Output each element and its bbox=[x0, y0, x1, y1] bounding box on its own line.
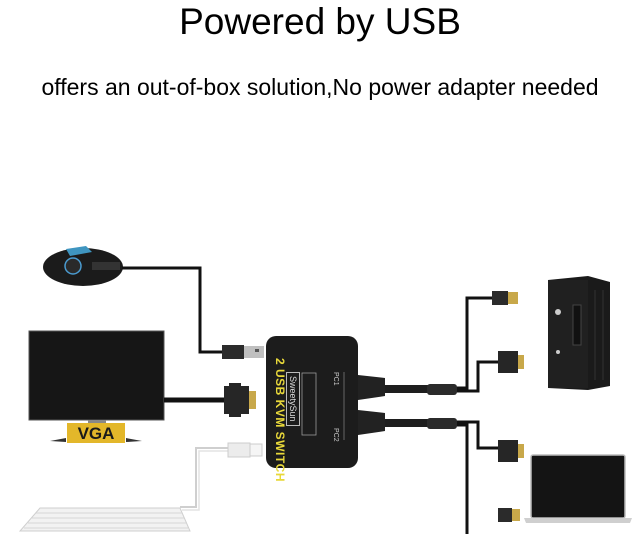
port-label-pc2: PC2 bbox=[332, 428, 339, 442]
usb-plug-pc1-icon bbox=[492, 291, 518, 305]
kvm-switch-icon bbox=[266, 336, 358, 468]
page-subtitle: offers an out-of-box solution,No power a… bbox=[41, 74, 599, 100]
laptop-icon bbox=[524, 454, 632, 523]
cable-boot-pc2 bbox=[358, 410, 457, 435]
vga-plug-pc1-icon bbox=[498, 351, 524, 373]
vga-plug-icon bbox=[224, 383, 256, 417]
vga-label: VGA bbox=[67, 423, 125, 443]
kvm-switch-label: 2 USB KVM SWITCH bbox=[273, 358, 287, 483]
brand-label: SweetySun bbox=[286, 372, 300, 426]
usb-plug-pc2-icon bbox=[498, 508, 520, 522]
mouse-icon bbox=[43, 246, 123, 286]
usb-plug-icon bbox=[222, 345, 264, 359]
page-title: Powered by USB bbox=[179, 1, 461, 42]
desktop-tower-icon bbox=[548, 276, 610, 390]
vga-plug-pc2-icon bbox=[498, 440, 524, 462]
keyboard-icon bbox=[18, 507, 191, 532]
port-label-pc1: PC1 bbox=[332, 372, 339, 386]
cable-boot-pc1 bbox=[358, 375, 457, 400]
monitor-icon bbox=[28, 330, 165, 442]
usb-plug-white-icon bbox=[227, 442, 263, 458]
